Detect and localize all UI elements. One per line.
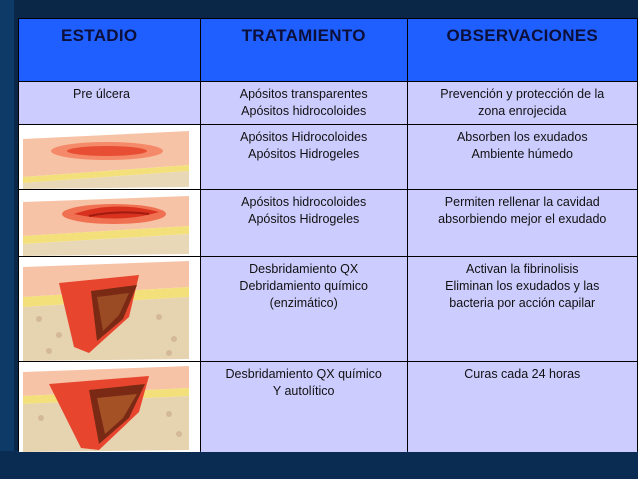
treatment-line: Apósitos Hidrogeles bbox=[248, 147, 360, 161]
observation-line: Curas cada 24 horas bbox=[464, 367, 581, 381]
treatment-line: Desbridamiento QX químico bbox=[225, 367, 382, 381]
observations-cell: Prevención y protección de la zona enroj… bbox=[407, 82, 637, 124]
observation-line: bacteria por acción capilar bbox=[449, 296, 596, 310]
header-row: ESTADIO TRATAMIENTO OBSERVACIONES bbox=[19, 19, 637, 81]
treatment-line: (enzimático) bbox=[269, 296, 338, 310]
table-row: Desbridamiento QX Debridamiento químico … bbox=[19, 257, 637, 361]
treatment-line: Desbridamiento QX bbox=[249, 262, 359, 276]
observations-cell: Permiten rellenar la cavidad absorbiendo… bbox=[407, 190, 637, 256]
slide-bottom-band bbox=[0, 451, 638, 479]
observation-line: Activan la fibrinolisis bbox=[465, 262, 579, 276]
stage-image-cell bbox=[19, 362, 200, 452]
stage-label: Pre úlcera bbox=[73, 87, 130, 101]
header-observaciones: OBSERVACIONES bbox=[407, 19, 637, 81]
observation-line: Prevención y protección de la bbox=[440, 87, 605, 101]
observation-line: Eliminan los exudados y las bbox=[445, 279, 600, 293]
stage-cell: Pre úlcera bbox=[19, 82, 200, 124]
observation-line: zona enrojecida bbox=[478, 104, 567, 118]
header-tratamiento: TRATAMIENTO bbox=[200, 19, 407, 81]
treatment-cell: Apósitos transparentes Apósitos hidrocol… bbox=[200, 82, 407, 124]
treatment-line: Apósitos Hidrogeles bbox=[248, 212, 360, 226]
treatment-line: Apósitos Hidrocoloides bbox=[240, 130, 368, 144]
treatment-cell: Desbridamiento QX químico Y autolítico bbox=[200, 362, 407, 452]
observation-line: absorbiendo mejor el exudado bbox=[438, 212, 607, 226]
treatment-cell: Apósitos Hidrocoloides Apósitos Hidrogel… bbox=[200, 125, 407, 189]
ulcer-stage-3-image bbox=[19, 257, 194, 361]
treatment-line: Apósitos transparentes bbox=[239, 87, 368, 101]
ulcer-stage-4-image bbox=[19, 362, 194, 452]
slide-left-stripe bbox=[0, 0, 14, 479]
stage-image-cell bbox=[19, 190, 200, 256]
observations-cell: Curas cada 24 horas bbox=[407, 362, 637, 452]
ulcer-stage-1-image bbox=[19, 125, 194, 189]
slide-content: ESTADIO TRATAMIENTO OBSERVACIONES Pre úl… bbox=[18, 18, 638, 453]
observation-line: Permiten rellenar la cavidad bbox=[444, 195, 600, 209]
table-row: Pre úlcera Apósitos transparentes Apósit… bbox=[19, 82, 637, 124]
table-row: Apósitos Hidrocoloides Apósitos Hidrogel… bbox=[19, 125, 637, 189]
header-estadio: ESTADIO bbox=[19, 19, 200, 81]
observation-line: Ambiente húmedo bbox=[471, 147, 573, 161]
treatment-line: Y autolítico bbox=[272, 384, 335, 398]
treatment-line: Apósitos hidrocoloides bbox=[241, 104, 367, 118]
treatment-line: Apósitos hidrocoloides bbox=[241, 195, 367, 209]
treatment-line: Debridamiento químico bbox=[239, 279, 368, 293]
observations-cell: Activan la fibrinolisis Eliminan los exu… bbox=[407, 257, 637, 361]
treatment-cell: Desbridamiento QX Debridamiento químico … bbox=[200, 257, 407, 361]
treatment-cell: Apósitos hidrocoloides Apósitos Hidrogel… bbox=[200, 190, 407, 256]
table-row: Desbridamiento QX químico Y autolítico C… bbox=[19, 362, 637, 452]
observations-cell: Absorben los exudados Ambiente húmedo bbox=[407, 125, 637, 189]
treatment-table: ESTADIO TRATAMIENTO OBSERVACIONES Pre úl… bbox=[18, 18, 638, 453]
stage-image-cell bbox=[19, 257, 200, 361]
ulcer-stage-2-image bbox=[19, 190, 194, 256]
table-row: Apósitos hidrocoloides Apósitos Hidrogel… bbox=[19, 190, 637, 256]
observation-line: Absorben los exudados bbox=[456, 130, 588, 144]
stage-image-cell bbox=[19, 125, 200, 189]
